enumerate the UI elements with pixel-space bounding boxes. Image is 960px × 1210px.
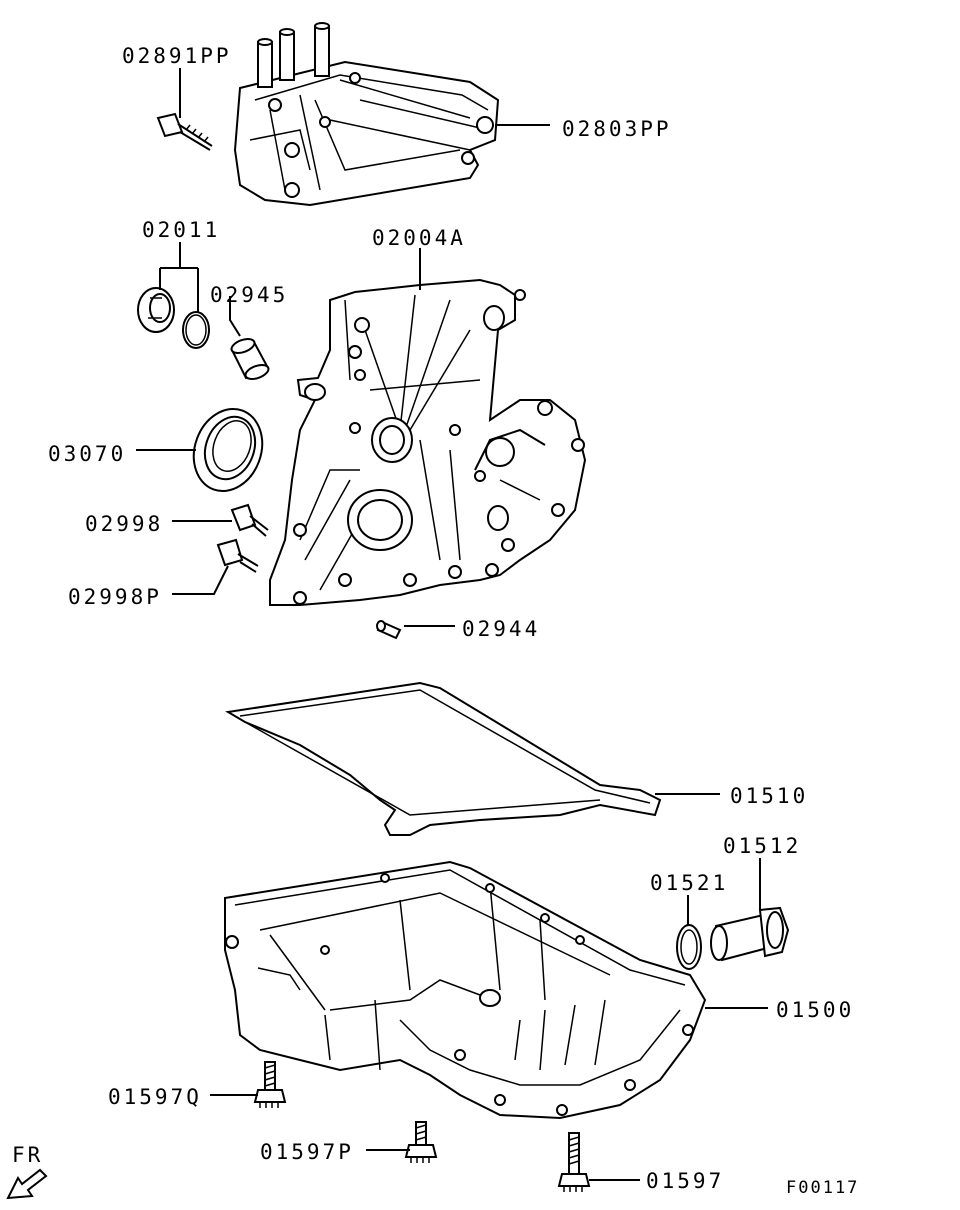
front-direction-arrow-icon (6, 1168, 48, 1200)
bolt-02998[interactable] (230, 503, 269, 537)
callout-02891PP[interactable]: 02891PP (122, 44, 232, 68)
leader-lines (136, 68, 768, 1181)
callout-01500[interactable]: 01500 (776, 998, 854, 1022)
callout-02998[interactable]: 02998 (85, 512, 163, 536)
oil-seal-03070[interactable] (183, 399, 274, 501)
dowel-pin-02944[interactable] (376, 620, 402, 640)
callout-02803PP[interactable]: 02803PP (562, 117, 672, 141)
oil-pan[interactable] (224, 860, 707, 1120)
direction-label: FR (12, 1143, 43, 1167)
callout-01512[interactable]: 01512 (723, 834, 801, 858)
callout-01597P[interactable]: 01597P (260, 1140, 354, 1164)
callout-02011[interactable]: 02011 (142, 218, 220, 242)
callout-01597Q[interactable]: 01597Q (108, 1085, 202, 1109)
callout-02004A[interactable]: 02004A (372, 226, 466, 250)
gasket-01521[interactable] (676, 924, 702, 970)
collar-02945[interactable] (230, 336, 271, 381)
callout-03070[interactable]: 03070 (48, 442, 126, 466)
bolt-01597[interactable] (557, 1132, 591, 1192)
o-ring-02011[interactable] (182, 311, 210, 349)
callout-02945[interactable]: 02945 (210, 283, 288, 307)
callout-01510[interactable]: 01510 (730, 784, 808, 808)
engine-mount-bracket[interactable] (233, 22, 500, 207)
bolt-02998p[interactable] (216, 538, 259, 573)
bolt-01597q[interactable] (253, 1061, 287, 1108)
bolt-02891pp[interactable] (156, 112, 213, 151)
figure-code: F00117 (786, 1178, 859, 1198)
drain-plug-01512[interactable] (710, 906, 790, 962)
timing-chain-case[interactable] (269, 278, 587, 606)
callout-02998P[interactable]: 02998P (68, 585, 162, 609)
callout-01521[interactable]: 01521 (650, 871, 728, 895)
callout-01597[interactable]: 01597 (646, 1169, 724, 1193)
oil-pan-gasket[interactable] (225, 681, 662, 836)
oil-pump-rotor-02011[interactable] (137, 287, 175, 333)
callout-02944[interactable]: 02944 (462, 617, 540, 641)
bolt-01597p[interactable] (404, 1121, 438, 1163)
